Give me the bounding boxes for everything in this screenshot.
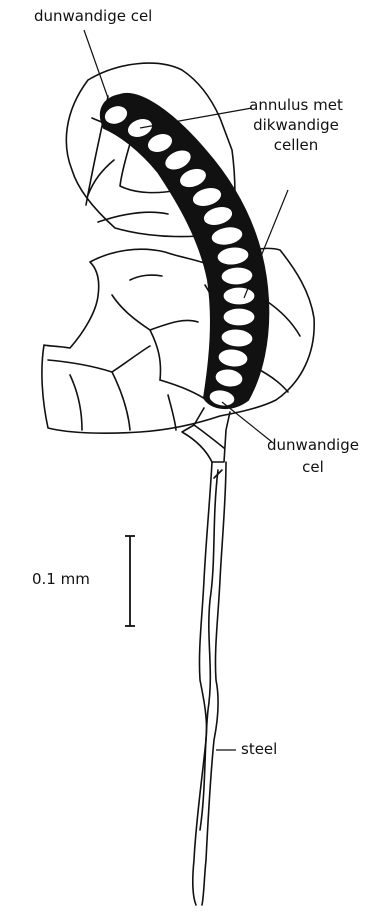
- lower-valve-cell-line: [150, 320, 198, 330]
- lower-valve-cell-line: [168, 395, 176, 430]
- label-annulus-line3: cellen: [274, 137, 319, 154]
- label-bottom-cell-line2: cel: [302, 459, 324, 476]
- lower-valve-cell-line: [160, 380, 210, 402]
- label-stalk: steel: [241, 741, 277, 758]
- lower-valve-cell-line: [70, 375, 82, 430]
- annulus-cell: [223, 308, 255, 326]
- lower-valve-cell-line: [130, 275, 162, 280]
- leader-line-bottom-cell: [222, 402, 272, 442]
- upper-valve-cell-line: [98, 212, 168, 222]
- lower-valve-cell-line: [265, 300, 300, 336]
- lower-valve-outline: [42, 248, 314, 433]
- lower-valve-cell-line: [112, 372, 130, 430]
- scale-bar: [125, 536, 135, 626]
- label-annulus-line2: dikwandige: [253, 117, 339, 134]
- lower-valve-cell-line: [48, 346, 150, 372]
- label-bottom-cell-line1: dunwandige: [267, 437, 359, 454]
- label-top-thin-walled-cell: dunwandige cel: [34, 8, 152, 25]
- label-annulus-line1: annulus met: [249, 97, 343, 114]
- stalk-left-edge: [193, 462, 212, 905]
- annulus-cell: [223, 287, 255, 305]
- leader-line-top-cell: [84, 30, 108, 98]
- label-scale: 0.1 mm: [32, 571, 90, 588]
